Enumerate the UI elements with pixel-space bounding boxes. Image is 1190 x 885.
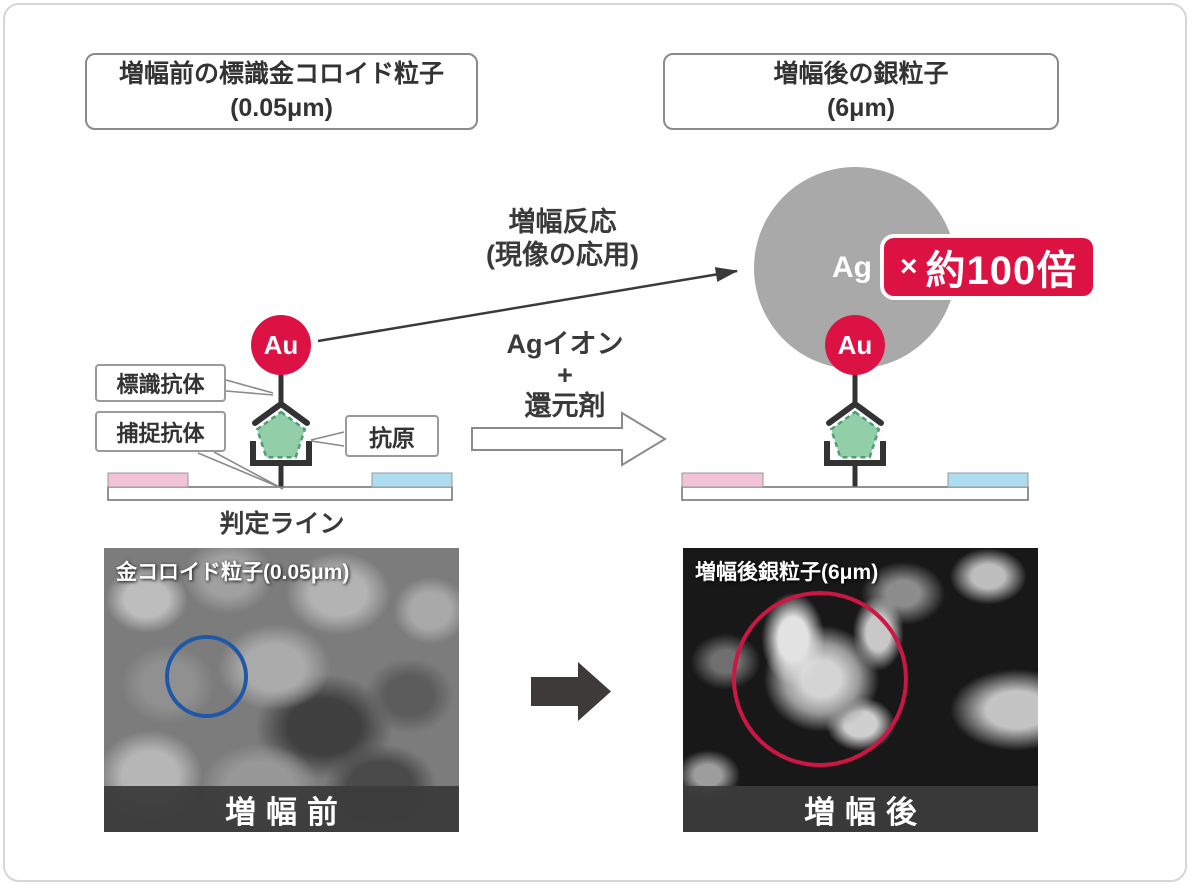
labeled-antibody-tag: 標識抗体	[95, 364, 226, 402]
silver-particle-label: Ag	[832, 251, 872, 284]
multiplier-badge: × 約100倍	[884, 238, 1094, 296]
micrograph-after: 増幅後銀粒子(6μm) 増幅後	[683, 548, 1038, 832]
highlight-circle-blue	[165, 635, 248, 718]
labeled-antibody-pointer	[225, 390, 274, 396]
strip-base	[107, 486, 453, 501]
capture-antibody-pointer	[197, 452, 280, 488]
capture-antibody-pointer	[213, 451, 284, 490]
reagent-plus: +	[557, 360, 573, 390]
strip-sample-pad	[947, 472, 1029, 488]
process-arrow-icon	[471, 411, 667, 467]
reaction-note: (現像の応用)	[486, 240, 639, 270]
antigen-pentagon	[255, 410, 307, 459]
antigen-pointer	[310, 440, 345, 447]
gold-particle-after: Au	[825, 315, 885, 375]
before-after-arrow-icon	[531, 662, 611, 721]
antigen-pointer	[310, 431, 345, 441]
labeled-antibody-pointer	[225, 379, 274, 394]
gold-particle-before: Au	[251, 315, 311, 375]
strip-sample-pad	[371, 472, 453, 488]
strip-control-pad	[107, 472, 189, 488]
title-box-before-amplification: 増幅前の標識金コロイド粒子 (0.05μm)	[85, 53, 478, 130]
micrograph-before: 金コロイド粒子(0.05μm) 増幅前	[104, 548, 459, 832]
right-test-strip	[681, 472, 1029, 501]
test-line-label: 判定ライン	[219, 510, 345, 538]
multiplier-sign: ×	[900, 250, 918, 283]
labeled-antibody-shape	[826, 400, 884, 426]
micrograph-after-banner: 増幅後	[683, 786, 1038, 832]
sem-image-before	[104, 548, 459, 832]
multiplier-value: 約100倍	[925, 249, 1078, 293]
title-after-size: (6μm)	[826, 93, 896, 122]
left-sandwich-assembly	[250, 372, 312, 488]
micrograph-after-caption: 増幅後銀粒子(6μm)	[695, 561, 879, 584]
title-before-size: (0.05μm)	[230, 93, 333, 122]
right-sandwich-assembly	[824, 372, 886, 488]
reagent-reducer: 還元剤	[524, 391, 606, 421]
highlight-circle-red	[732, 591, 908, 767]
title-box-after-amplification: 増幅後の銀粒子 (6μm)	[663, 53, 1059, 130]
reaction-name: 増幅反応	[508, 207, 617, 237]
micrograph-before-banner: 増幅前	[104, 786, 459, 832]
amplification-reaction-arrow-icon	[317, 267, 739, 343]
antigen-tag: 抗原	[345, 415, 439, 457]
micrograph-before-caption: 金コロイド粒子(0.05μm)	[116, 561, 350, 584]
label-pointer-lines	[197, 379, 345, 490]
amplification-reaction-label: 増幅反応 (現像の応用)	[435, 206, 690, 272]
title-after-line1: 増幅後の銀粒子	[773, 59, 949, 88]
reagent-ag-ion: Agイオン	[506, 329, 624, 359]
strip-control-pad	[681, 472, 764, 488]
title-before-line1: 増幅前の標識金コロイド粒子	[118, 59, 444, 88]
capture-antibody-tag: 捕捉抗体	[95, 411, 226, 452]
antigen-pentagon	[829, 410, 881, 459]
labeled-antibody-shape	[252, 400, 310, 426]
reagent-label: Agイオン + 還元剤	[470, 329, 660, 422]
strip-base	[681, 486, 1029, 501]
